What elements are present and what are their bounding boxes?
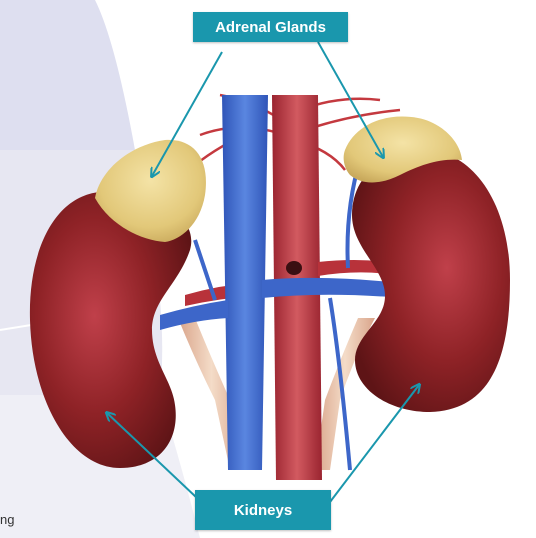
kidneys-label: Kidneys [195, 490, 331, 530]
adrenal-glands-label-text: Adrenal Glands [215, 19, 326, 36]
aorta-branch-stub [286, 261, 302, 275]
kidneys-label-text: Kidneys [234, 502, 292, 519]
cropped-text-fragment: ng [0, 512, 14, 527]
right-renal-vein [262, 278, 390, 298]
background-shape-top [0, 0, 135, 150]
adrenal-glands-label: Adrenal Glands [193, 12, 348, 42]
vena-cava [222, 95, 268, 470]
